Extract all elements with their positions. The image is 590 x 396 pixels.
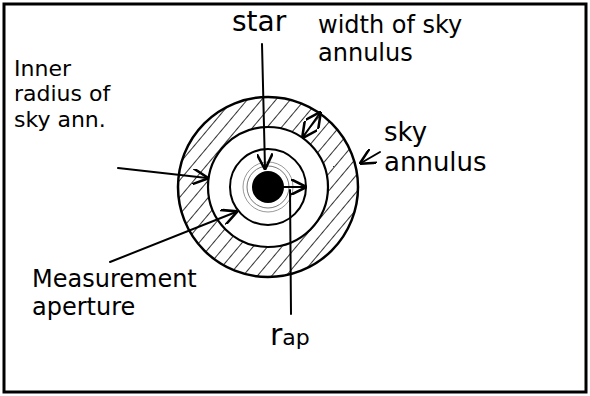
width-label: width of sky annulus bbox=[318, 12, 518, 67]
inner-radius-leader bbox=[118, 168, 207, 178]
sky-annulus-label: sky annulus bbox=[384, 118, 534, 178]
sky-annulus-leader bbox=[361, 152, 380, 163]
sky-annulus-hatching bbox=[178, 97, 358, 277]
radius-arrow bbox=[268, 186, 305, 188]
annulus-outer-circle bbox=[178, 97, 358, 277]
aperture-leader bbox=[110, 212, 236, 262]
aperture-circle bbox=[230, 149, 306, 225]
inner-radius-label: Inner radius of sky ann. bbox=[14, 56, 114, 132]
aperture-label: Measurement aperture bbox=[32, 266, 232, 321]
frame bbox=[4, 4, 586, 392]
width-arrow bbox=[303, 113, 320, 137]
annulus-inner-circle bbox=[208, 127, 328, 247]
radius-label: rap bbox=[270, 318, 310, 353]
rap-leader bbox=[290, 190, 291, 314]
star-leader bbox=[262, 44, 265, 168]
star-label: star bbox=[232, 6, 286, 38]
